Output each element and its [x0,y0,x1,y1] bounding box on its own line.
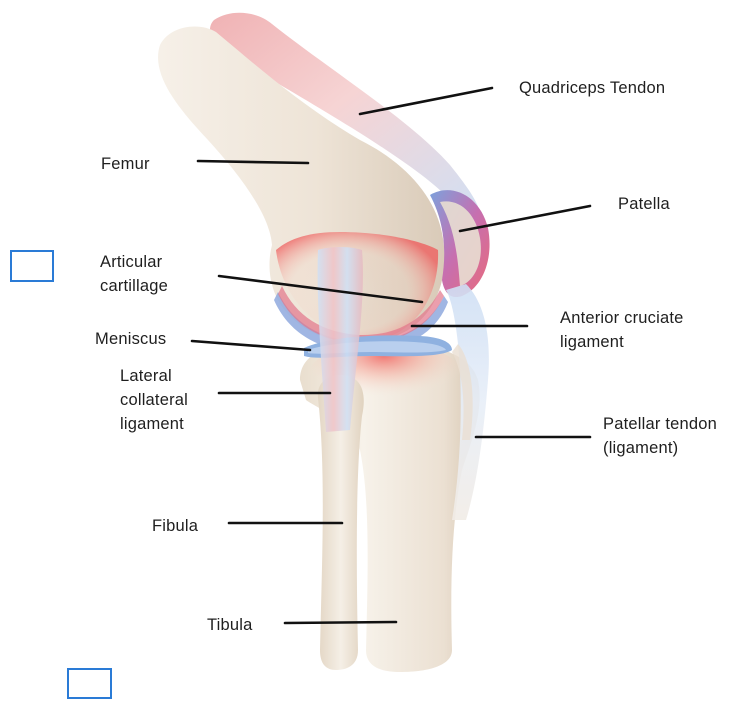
label-anterior-cruciate-ligament-line-1: Anterior cruciate [560,306,684,330]
answer-box-2[interactable] [67,668,112,699]
label-articular-cartilage: Articular cartillage [100,250,168,298]
label-patellar-tendon-line-2: (ligament) [603,436,717,460]
label-articular-cartilage-line-1: Articular [100,250,168,274]
leader-line-tibula [285,622,396,623]
leader-line-quadriceps-tendon [360,88,492,114]
label-lateral-collateral-ligament-line-2: collateral [120,388,188,412]
label-tibula-text: Tibula [207,616,253,634]
label-patellar-tendon: Patellar tendon (ligament) [603,412,717,460]
label-anterior-cruciate-ligament: Anterior cruciate ligament [560,306,684,354]
label-lateral-collateral-ligament-line-3: ligament [120,412,188,436]
label-meniscus: Meniscus [95,327,166,351]
answer-box-1[interactable] [10,250,54,282]
label-femur-text: Femur [101,155,150,173]
label-quadriceps-tendon-text: Quadriceps Tendon [519,79,665,97]
label-quadriceps-tendon: Quadriceps Tendon [519,76,665,100]
label-fibula-text: Fibula [152,517,198,535]
label-anterior-cruciate-ligament-line-2: ligament [560,330,684,354]
leader-line-meniscus [192,341,310,350]
label-lateral-collateral-ligament-line-1: Lateral [120,364,188,388]
label-lateral-collateral-ligament: Lateral collateral ligament [120,364,188,436]
label-patellar-tendon-line-1: Patellar tendon [603,412,717,436]
label-articular-cartilage-line-2: cartillage [100,274,168,298]
label-femur: Femur [101,152,150,176]
label-fibula: Fibula [152,514,198,538]
label-patella-text: Patella [618,195,670,213]
label-tibula: Tibula [207,613,253,637]
label-patella: Patella [618,192,670,216]
label-meniscus-text: Meniscus [95,330,166,348]
